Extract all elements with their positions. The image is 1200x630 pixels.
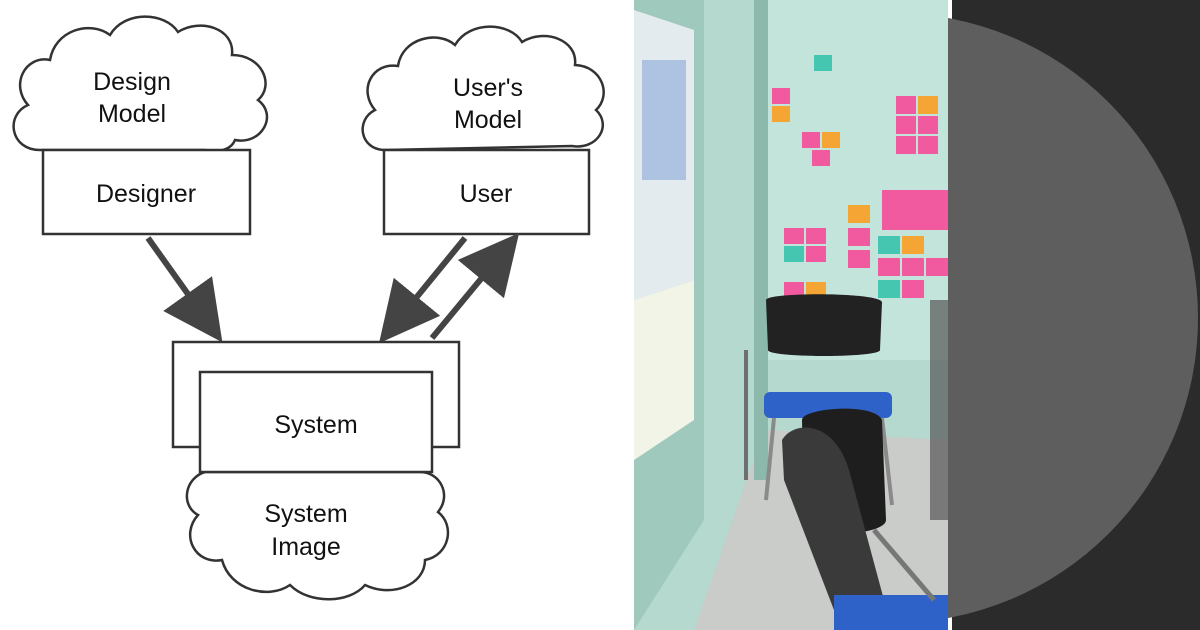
system-label: System	[274, 411, 357, 439]
designer-label: Designer	[96, 180, 196, 208]
designer-to-system-arrow	[145, 236, 223, 343]
design-model-cloud: Design Model	[12, 15, 269, 153]
decorative-disc-canvas	[948, 0, 1198, 630]
user-to-system-arrow	[379, 236, 468, 344]
system-image-label-line1: System	[264, 500, 347, 528]
office-photo-illustration	[634, 0, 948, 630]
dark-decorative-panel	[948, 0, 1200, 630]
users-model-label-line1: User's	[453, 74, 523, 102]
chair-front	[782, 427, 948, 630]
users-model-cloud: User's Model	[361, 25, 605, 152]
chair-edge-right	[930, 300, 948, 520]
design-model-label-line1: Design	[93, 68, 171, 96]
system-box: System	[198, 370, 434, 474]
decorative-disc	[948, 18, 1198, 618]
design-model-label-line2: Model	[98, 100, 166, 128]
door-frame	[754, 0, 768, 480]
system-image-label-line2: Image	[271, 533, 340, 561]
mental-model-diagram: Design Model User's Model Designer User …	[12, 15, 605, 601]
diagram-canvas: Design Model User's Model Designer User …	[12, 15, 605, 601]
user-box: User	[382, 148, 591, 236]
users-model-label-line2: Model	[454, 106, 522, 134]
sticky-notes	[772, 55, 948, 298]
whiteboard-chart	[642, 60, 686, 180]
system-to-user-arrow	[429, 232, 520, 340]
user-label: User	[460, 180, 513, 208]
office-photo	[634, 0, 948, 630]
designer-box: Designer	[41, 148, 252, 236]
system-image-cloud: System Image	[185, 470, 450, 601]
whiteboard-lower	[634, 280, 694, 460]
